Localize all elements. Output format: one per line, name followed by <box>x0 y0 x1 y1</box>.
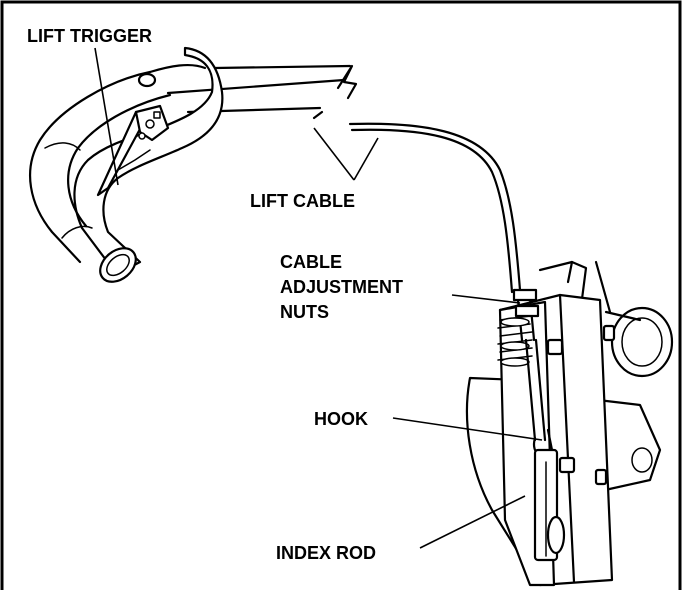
label-hook: HOOK <box>314 409 368 429</box>
leader-cable-adjustment-nuts <box>451 294 521 304</box>
label-cable-adjustment-line3: NUTS <box>280 302 329 322</box>
label-lift-trigger: LIFT TRIGGER <box>27 26 152 46</box>
label-cable-adjustment-line2: ADJUSTMENT <box>280 277 403 297</box>
handlebar <box>29 46 358 283</box>
label-lift-cable: LIFT CABLE <box>250 191 355 211</box>
lift-plate-assembly <box>465 260 674 587</box>
lift-trigger-lever <box>96 104 170 197</box>
leader-lift-cable-left <box>313 127 355 181</box>
index-rod <box>533 448 566 562</box>
leader-hook <box>392 417 543 441</box>
leader-lift-cable-right <box>353 137 379 181</box>
leader-index-rod <box>419 495 526 549</box>
spring-assembly <box>497 288 547 442</box>
lift-cable <box>312 110 522 294</box>
label-cable-adjustment-line1: CABLE <box>280 252 342 272</box>
label-index-rod: INDEX ROD <box>276 543 376 563</box>
leader-lift-trigger <box>94 47 119 186</box>
